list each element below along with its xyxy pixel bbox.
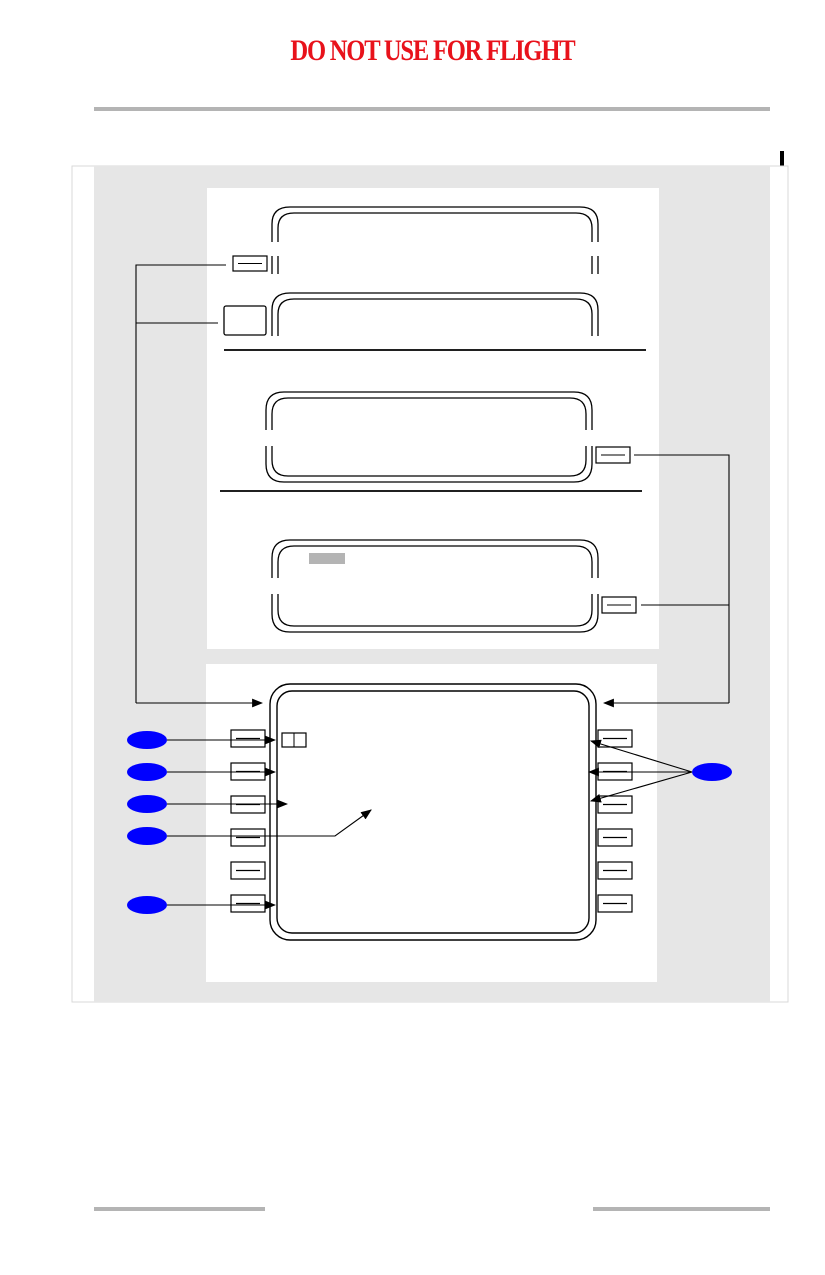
lsk-1r	[597, 729, 633, 748]
connector-left-outer	[135, 264, 226, 703]
lsk-5r	[597, 861, 633, 880]
line-select-key-large[interactable]	[223, 305, 267, 336]
lsk-4l	[230, 828, 266, 847]
lsk-5l	[230, 861, 266, 880]
partial-display-4	[271, 539, 599, 633]
line-select-key-display-3[interactable]	[595, 446, 631, 464]
callout-marker	[127, 795, 167, 813]
connector-lines	[135, 264, 730, 708]
header-rule	[94, 107, 770, 111]
callout-marker	[127, 827, 167, 845]
partial-displays-panel	[207, 188, 659, 649]
callout-marker	[127, 896, 167, 914]
lsk-3r	[597, 795, 633, 814]
connector-right	[634, 454, 730, 703]
line-select-key-small[interactable]	[232, 255, 268, 272]
highlight-block	[309, 553, 345, 564]
partial-display-1	[271, 206, 599, 274]
line-select-key-display-4[interactable]	[601, 596, 637, 614]
lsk-6r	[597, 894, 633, 913]
left-line-select-keys[interactable]	[230, 729, 266, 913]
lsk-4r	[597, 828, 633, 847]
lsk-1l	[230, 729, 266, 748]
left-callouts	[127, 731, 372, 914]
footer-rule-right	[593, 1207, 770, 1211]
callout-marker	[127, 731, 167, 749]
partial-display-3	[265, 391, 593, 483]
footer-rule-left	[94, 1207, 265, 1211]
do-not-use-for-flight-warning: DO NOT USE FOR FLIGHT	[290, 34, 575, 67]
callout-marker	[692, 763, 732, 781]
right-callout	[587, 739, 732, 803]
cdu-display	[269, 683, 597, 941]
partial-display-2	[271, 292, 599, 336]
small-box-indicator	[281, 732, 307, 748]
lsk-6l	[230, 894, 266, 913]
right-line-select-keys[interactable]	[597, 729, 633, 913]
revision-change-bar	[780, 151, 784, 166]
callout-marker	[127, 763, 167, 781]
